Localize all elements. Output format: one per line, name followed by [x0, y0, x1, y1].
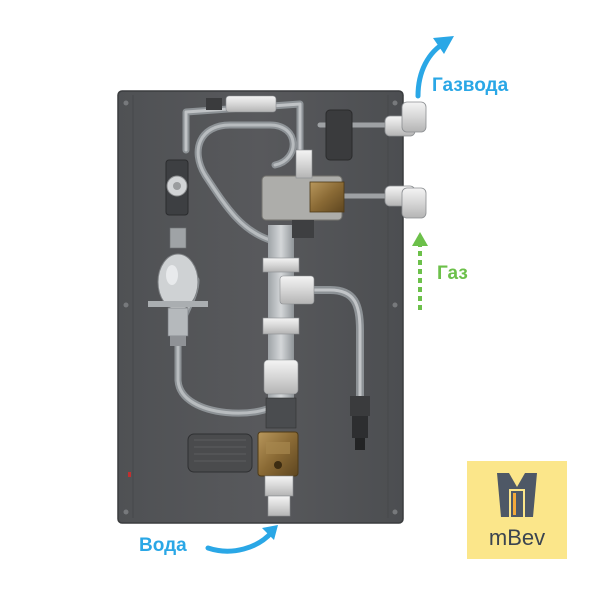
mixing-manifold — [261, 109, 353, 238]
sparkling-water-outlet-fitting — [384, 101, 427, 137]
water-inlet-fitting — [264, 475, 294, 517]
mbev-logo: mBev — [467, 461, 567, 559]
check-valve — [350, 396, 370, 450]
main-column — [262, 225, 315, 429]
top-connector — [206, 95, 277, 113]
logo-glass-icon — [497, 473, 537, 517]
pump-assembly — [148, 159, 208, 346]
sparkling-water-arrow — [415, 36, 454, 99]
water-label: Вода — [139, 535, 187, 556]
logo-text: mBev — [488, 525, 546, 550]
gas-inlet-fitting — [384, 185, 427, 219]
sparkling-water-label: Газвода — [432, 75, 509, 96]
water-arrow — [205, 525, 278, 554]
filter-cartridge — [187, 433, 253, 473]
gas-label: Газ — [437, 263, 468, 284]
brass-block — [257, 431, 299, 477]
gas-arrow — [412, 232, 428, 310]
